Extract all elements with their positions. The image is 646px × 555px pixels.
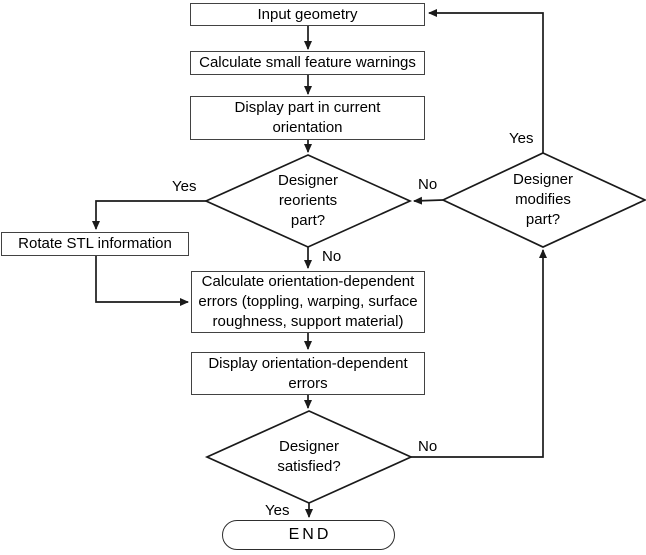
process-calculate-orientation-dependent-errors: Calculate orientation-dependent errors (… [191, 271, 425, 333]
edge-label-reorients-no: No [322, 248, 342, 265]
process-display-part-current-orientation: Display part in current orientation [190, 96, 425, 140]
decision-designer-satisfied [204, 410, 414, 504]
process-display-orientation-dependent-errors: Display orientation-dependent errors [191, 352, 425, 395]
edge-modifies-yes-to-input [428, 9, 544, 153]
process-input-geometry: Input geometry [190, 3, 425, 26]
edge-modifies-no-to-reorients [413, 196, 444, 205]
process-rotate-stl-information: Rotate STL information [1, 232, 189, 256]
decision-designer-reorients [203, 154, 413, 248]
decision-designer-modifies [441, 152, 646, 248]
edge-label-satisfied-yes: Yes [265, 502, 290, 519]
edge-rotate-stl-to-calc-errors [95, 256, 189, 306]
process-calculate-small-feature-warnings: Calculate small feature warnings [190, 51, 425, 75]
edge-label-modifies-yes: Yes [509, 130, 534, 147]
edge-label-modifies-no: No [418, 176, 438, 193]
edge-reorients-yes-to-rotate-stl [92, 200, 206, 230]
edge-label-satisfied-no: No [418, 438, 438, 455]
terminator-end: END [222, 520, 395, 550]
edge-satisfied-no-to-modifies [411, 249, 547, 458]
edge-label-reorients-yes: Yes [172, 178, 197, 195]
